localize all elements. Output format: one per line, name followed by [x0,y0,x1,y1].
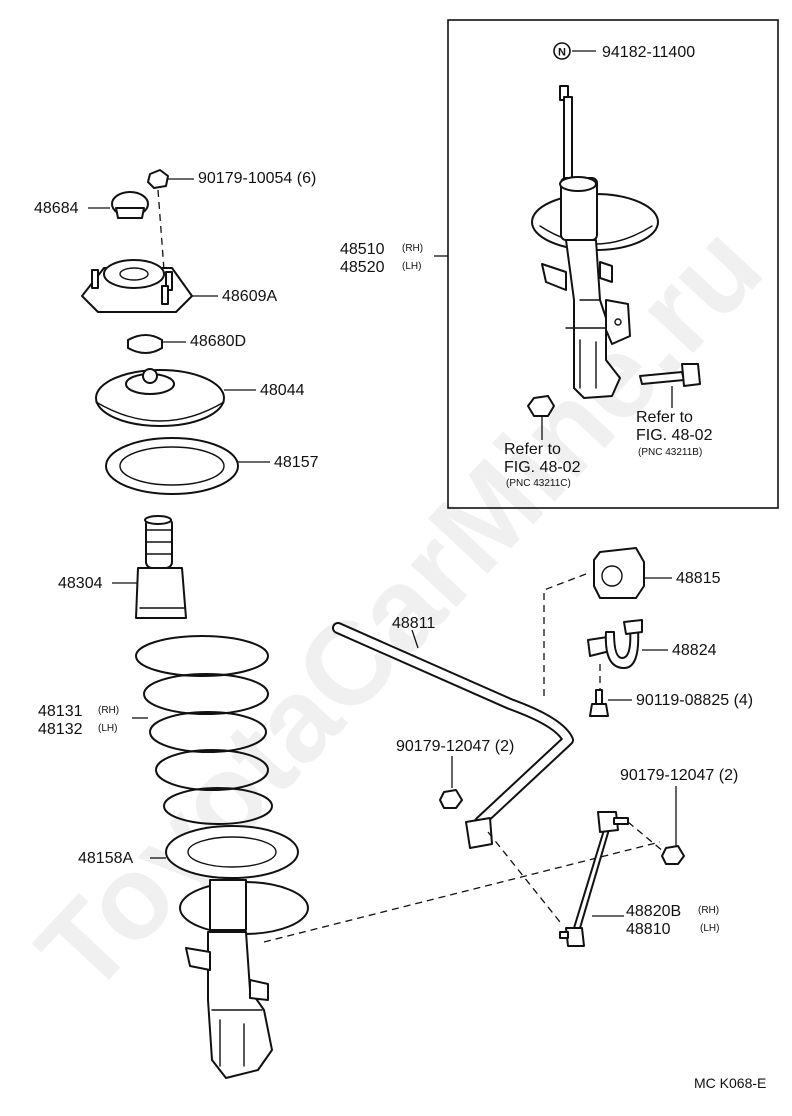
label-48810-side: (LH) [700,923,719,934]
label-48824[interactable]: 48824 [672,642,717,659]
lower-insulator-48158A [165,825,299,879]
nut-90179-12047-left [439,789,463,809]
label-48132[interactable]: 48132 [38,721,83,738]
label-48820B[interactable]: 48820B [626,903,681,920]
label-48811[interactable]: 48811 [392,615,435,632]
label-48820B-side: (RH) [698,905,719,916]
coil-spring-48131-48132 [135,635,273,825]
cap-48684 [111,191,149,219]
nut-90179-10054 [147,169,169,189]
label-48815[interactable]: 48815 [676,570,721,587]
stabilizer-bracket-48824 [587,619,643,669]
refer-left-line3: (PNC 43211C) [506,478,571,489]
label-48520-side: (LH) [402,261,421,272]
refer-left-line1: Refer to [504,441,561,458]
label-48158A[interactable]: 48158A [78,850,133,867]
label-48810[interactable]: 48810 [626,921,671,938]
label-48157[interactable]: 48157 [274,454,319,471]
label-48131[interactable]: 48131 [38,703,83,720]
spring-seat-48044 [95,368,225,427]
label-48609A[interactable]: 48609A [222,288,277,305]
label-48510[interactable]: 48510 [340,241,385,258]
stabilizer-bushing-48815 [593,547,645,599]
refer-right-line1: Refer to [636,409,693,426]
bound-stopper-48304 [135,515,187,619]
suspension-support-48609A [81,259,193,313]
label-48680D[interactable]: 48680D [190,333,246,350]
stabilizer-link-48820B-48810 [559,811,629,947]
label-48510-side: (RH) [402,243,423,254]
watermark: ToyotaCarMine.ru [12,200,787,1017]
refer-left-line2[interactable]: FIG. 48-02 [504,459,581,476]
lower-strut-body [179,879,309,1079]
strut-assembly-box [447,19,779,509]
nut-90179-12047-right [661,845,685,865]
bolt-90119-08825 [589,689,609,717]
label-90179-10054[interactable]: 90179-10054 (6) [198,170,316,187]
label-90179-12047-left[interactable]: 90179-12047 (2) [396,738,514,755]
svg-text:N: N [558,47,566,59]
label-90119-08825[interactable]: 90119-08825 (4) [636,692,753,709]
label-48304[interactable]: 48304 [58,575,103,592]
label-48044[interactable]: 48044 [260,382,305,399]
label-48520[interactable]: 48520 [340,259,385,276]
refer-right-line3: (PNC 43211B) [638,447,702,458]
label-48131-side: (RH) [98,705,119,716]
label-48684[interactable]: 48684 [34,200,79,217]
label-90179-12047-right[interactable]: 90179-12047 (2) [620,767,738,784]
nut-badge-n: N [553,42,571,60]
strut-assembly-drawing [527,85,701,417]
insulator-48157 [105,437,239,495]
stabilizer-bar-48811 [332,622,574,849]
diagram-code: MC K068-E [694,1075,766,1091]
refer-right-line2[interactable]: FIG. 48-02 [636,427,713,444]
label-94182-11400[interactable]: 94182-11400 [602,44,695,61]
label-48132-side: (LH) [98,723,117,734]
bearing-48680D [127,334,163,354]
